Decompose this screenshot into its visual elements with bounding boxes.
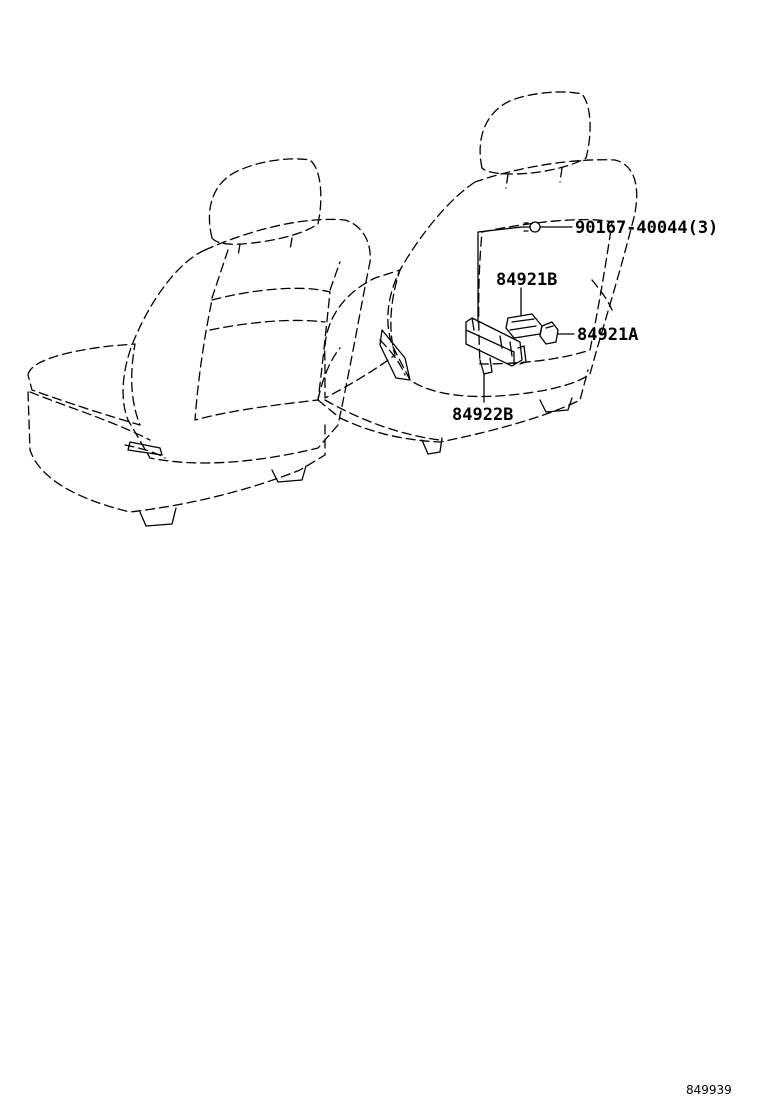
left-seat xyxy=(27,158,371,527)
right-seat-back xyxy=(387,159,638,398)
part-label-bracket: 84922B xyxy=(452,405,513,425)
right-seat-headrest xyxy=(479,91,591,175)
part-label-bolt: 90167-40044(3) xyxy=(575,218,718,238)
left-seat-cushion xyxy=(27,343,141,426)
bolt-icon xyxy=(521,221,541,233)
leader-lines xyxy=(477,226,575,403)
right-seat-cushion xyxy=(324,269,401,399)
cap-icon xyxy=(539,321,559,345)
cover-icon xyxy=(505,313,543,339)
part-label-cover: 84921B xyxy=(496,270,557,290)
left-seat-base xyxy=(27,391,326,513)
left-seat-back xyxy=(122,218,371,464)
part-label-cap: 84921A xyxy=(577,325,638,345)
diagram-id: 849939 xyxy=(686,1083,732,1097)
right-seat-base xyxy=(317,369,589,443)
left-seat-headrest xyxy=(208,158,322,245)
bracket-icon xyxy=(465,317,527,375)
